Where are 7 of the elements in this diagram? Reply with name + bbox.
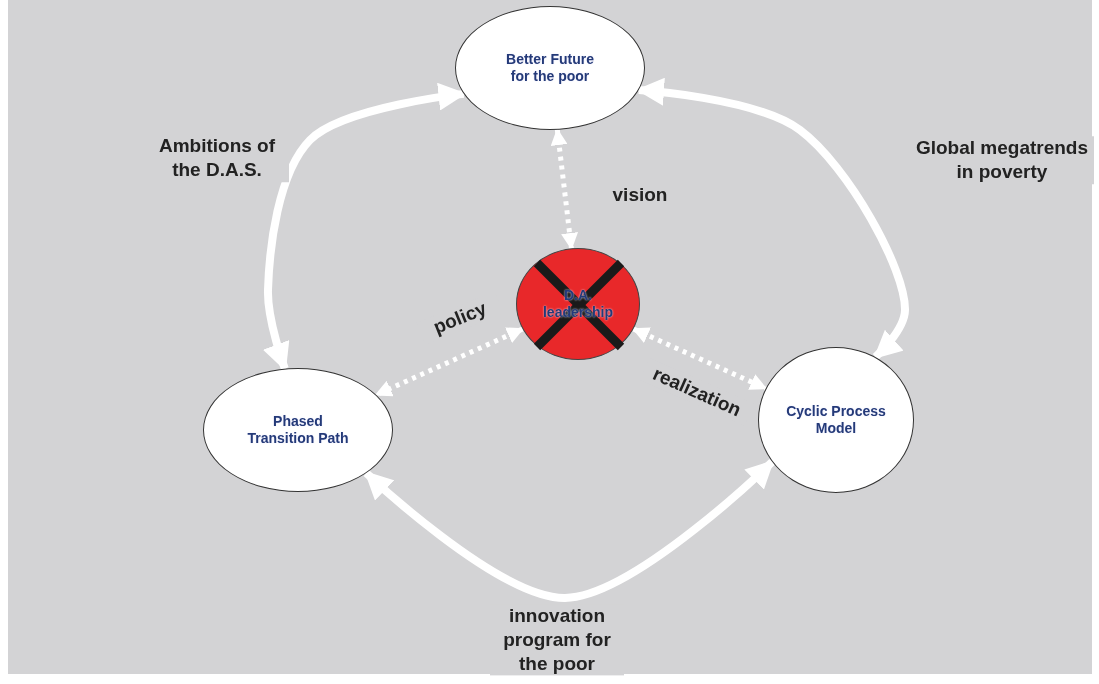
curved-double-arrow: [363, 459, 775, 602]
node-label: Better Future for the poor: [505, 50, 595, 86]
dotted-double-arrow: [550, 128, 579, 250]
node-label: Phased Transition Path: [246, 412, 350, 448]
node-label: Cyclic Process Model: [786, 402, 886, 438]
dotted-double-arrow: [374, 326, 525, 398]
dotted-double-arrow: [631, 326, 768, 391]
